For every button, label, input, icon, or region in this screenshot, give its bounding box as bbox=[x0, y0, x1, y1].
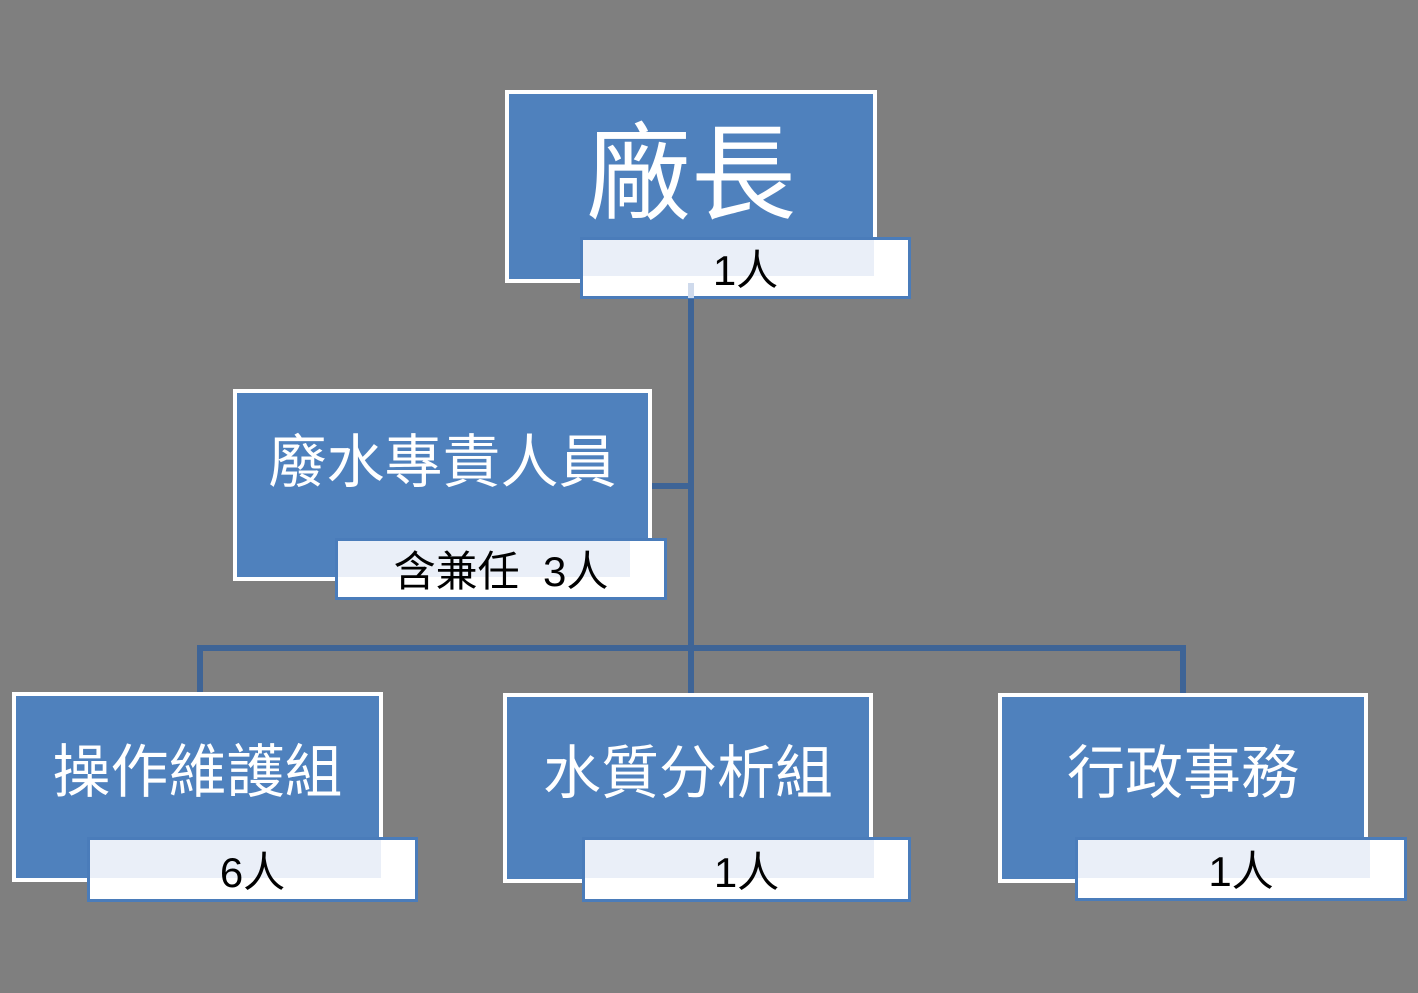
badge-admin-headcount-label: 1人 bbox=[1208, 848, 1274, 895]
badge-director-headcount-label: 1人 bbox=[712, 247, 779, 294]
connector-ghost-through-badge bbox=[688, 283, 694, 298]
connector-stub-wastewater bbox=[650, 483, 694, 489]
node-administrative-affairs-label: 行政事務 bbox=[1066, 741, 1299, 806]
connector-drop-right bbox=[1180, 645, 1186, 693]
node-operations-maintenance-label: 操作維護組 bbox=[52, 740, 343, 805]
badge-operations-headcount: 6人 bbox=[87, 837, 418, 902]
node-wastewater-officer: 廢水專責人員 bbox=[233, 389, 652, 581]
connector-drop-left bbox=[197, 645, 203, 692]
node-director-label: 廠長 bbox=[585, 117, 796, 234]
badge-water-quality-headcount-label: 1人 bbox=[713, 848, 780, 896]
badge-admin-headcount: 1人 bbox=[1075, 837, 1407, 901]
badge-wastewater-headcount-label: 含兼任 3人 bbox=[393, 548, 609, 595]
badge-water-quality-headcount: 1人 bbox=[582, 837, 911, 902]
badge-director-headcount: 1人 bbox=[580, 237, 911, 299]
node-water-quality-analysis-label: 水質分析組 bbox=[542, 741, 833, 806]
badge-operations-headcount-label: 6人 bbox=[219, 848, 286, 896]
node-wastewater-officer-label: 廢水專責人員 bbox=[268, 430, 617, 495]
connector-horizontal-bus bbox=[197, 645, 1186, 651]
badge-wastewater-headcount: 含兼任 3人 bbox=[335, 538, 667, 600]
